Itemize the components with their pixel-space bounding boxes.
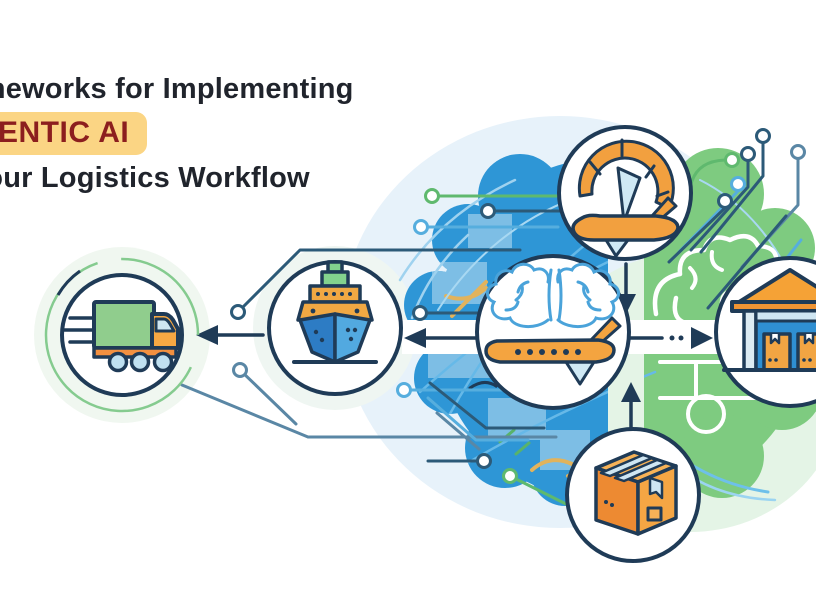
cargo-ship-icon — [292, 260, 378, 364]
arrow-core-to-ship — [404, 328, 484, 348]
flow-arrows — [196, 262, 713, 432]
package-box-icon — [594, 450, 678, 536]
brain-airplane-icon — [484, 262, 622, 386]
air-freight-node — [557, 125, 693, 261]
parachute-airplane-icon — [571, 138, 680, 258]
airplane-glyph — [484, 316, 622, 386]
title-line-2: in Your Logistics Workflow — [0, 161, 310, 194]
delivery-truck-node — [44, 257, 200, 413]
cargo-ship-node — [267, 260, 403, 396]
warehouse-node — [714, 256, 816, 408]
arrow-package-to-core — [621, 382, 641, 432]
ai-core-node — [475, 254, 631, 410]
arrow-core-to-warehouse-dashed — [626, 327, 713, 349]
truck-outer-ring — [44, 257, 200, 413]
package-node — [565, 427, 701, 563]
circuit-terminal-dots — [230, 128, 806, 484]
brain-glyph — [486, 262, 620, 328]
arrow-ship-to-truck — [196, 325, 265, 345]
warehouse-boxes-icon — [722, 268, 816, 372]
page-title: Frameworks for Implementing AGENTIC AI i… — [0, 73, 354, 195]
delivery-truck-icon — [62, 300, 180, 373]
title-line-1: Frameworks for Implementing — [0, 73, 354, 105]
title-highlight-agentic-ai: AGENTIC AI — [0, 111, 148, 155]
